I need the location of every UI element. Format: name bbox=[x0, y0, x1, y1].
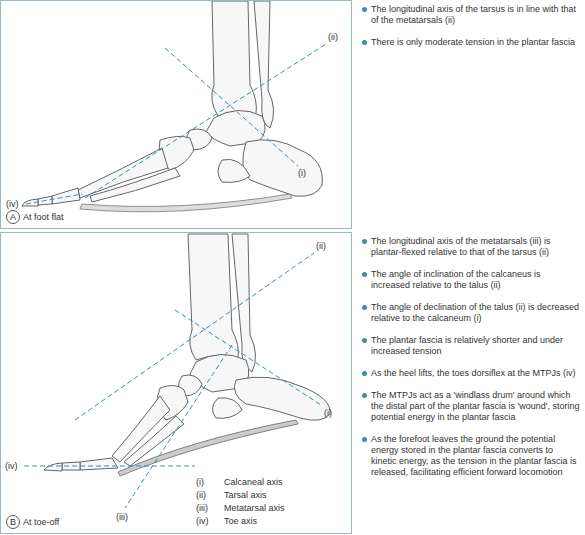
notes-column: The longitudinal axis of the tarsus is i… bbox=[362, 4, 580, 59]
axis-label: (i) bbox=[298, 168, 306, 179]
panel-caption: At foot flat bbox=[23, 212, 64, 223]
axis-label: (iv) bbox=[6, 199, 19, 210]
cuboid bbox=[212, 398, 242, 419]
phalanx bbox=[44, 463, 62, 471]
axes-flat bbox=[26, 44, 326, 204]
panel-caption: At toe-off bbox=[23, 517, 59, 528]
fibula bbox=[232, 234, 256, 372]
key-text: Calcaneal axis bbox=[224, 477, 283, 488]
axis-label: (iii) bbox=[116, 512, 128, 523]
toe-axis bbox=[26, 194, 82, 204]
bullet-note: The longitudinal axis of the tarsus is i… bbox=[362, 4, 580, 26]
key-number: (iv) bbox=[196, 516, 209, 527]
cuboid bbox=[218, 159, 250, 182]
toe-axis bbox=[24, 466, 195, 467]
bullet-note: The angle of inclination of the calcaneu… bbox=[362, 269, 580, 291]
tibia bbox=[188, 234, 238, 360]
foot-bones-toe-off bbox=[44, 234, 330, 471]
bullet-note: The MTPJs act as a 'windlass drum' aroun… bbox=[362, 390, 580, 423]
bullet-note: The plantar fascia is relatively shorter… bbox=[362, 335, 580, 357]
notes-column: The longitudinal axis of the metatarsals… bbox=[362, 236, 580, 489]
tibia bbox=[212, 1, 257, 116]
calcaneus bbox=[243, 140, 323, 196]
panel-letter: B bbox=[6, 515, 20, 529]
key-number: (i) bbox=[196, 477, 204, 488]
tarsal-axis bbox=[75, 253, 314, 420]
bullet-note: The longitudinal axis of the metatarsals… bbox=[362, 236, 580, 258]
phalanx bbox=[80, 458, 118, 470]
figure-panel: BAt toe-off bbox=[0, 232, 352, 534]
phalanx bbox=[52, 188, 80, 204]
metatarsal-axis bbox=[125, 345, 232, 508]
panel-letter: A bbox=[6, 210, 20, 224]
foot-bones-flat bbox=[22, 1, 322, 206]
key-text: Toe axis bbox=[224, 516, 257, 527]
bullet-note: As the forefoot leaves the ground the po… bbox=[362, 434, 580, 478]
bullet-note: There is only moderate tension in the pl… bbox=[362, 37, 580, 48]
figure-panel: AAt foot flat bbox=[0, 0, 352, 229]
axis-label: (iv) bbox=[5, 461, 18, 472]
tarsal-axis bbox=[85, 44, 326, 198]
calcaneal-axis bbox=[175, 310, 321, 405]
plantar-fascia bbox=[118, 420, 298, 476]
calcaneal-axis bbox=[165, 48, 298, 166]
bullet-note: As the heel lifts, the toes dorsiflex at… bbox=[362, 368, 580, 379]
fibula bbox=[254, 1, 274, 128]
plantar-fascia bbox=[80, 194, 292, 212]
axis-label: (ii) bbox=[316, 241, 326, 252]
metatarsal bbox=[90, 168, 180, 202]
key-number: (iii) bbox=[196, 503, 208, 514]
key-text: Metatarsal axis bbox=[224, 503, 285, 514]
axis-label: (i) bbox=[324, 408, 332, 419]
key-number: (ii) bbox=[196, 490, 206, 501]
calcaneus bbox=[234, 377, 330, 420]
key-text: Tarsal axis bbox=[224, 490, 267, 501]
bullet-note: The angle of declination of the talus (i… bbox=[362, 302, 580, 324]
axes-toe-off bbox=[24, 253, 321, 508]
axis-label: (ii) bbox=[328, 32, 338, 43]
